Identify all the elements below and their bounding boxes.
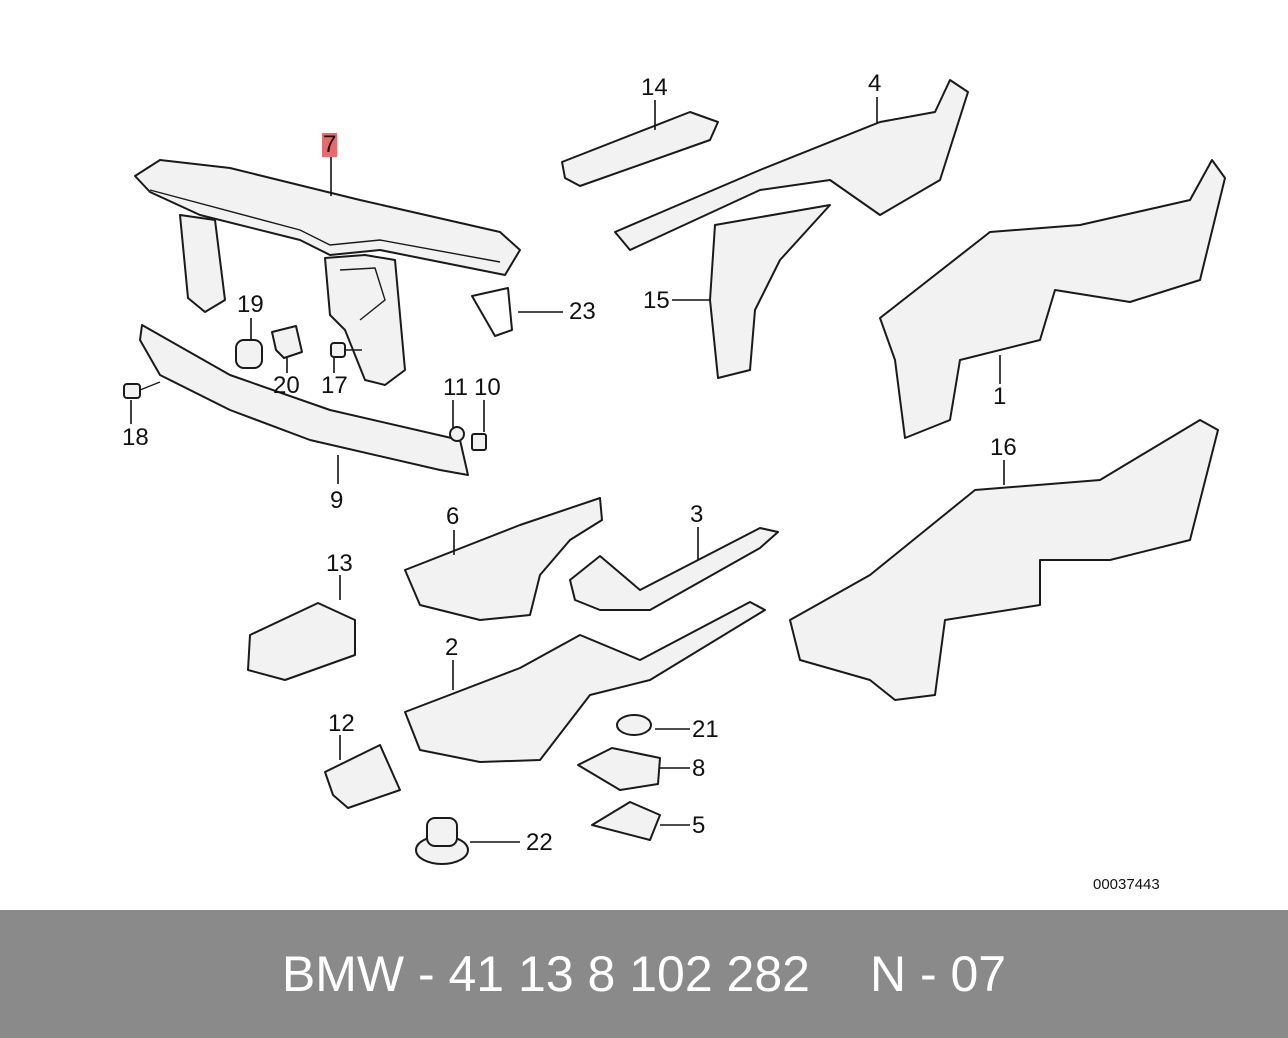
part-22 bbox=[415, 817, 469, 865]
footer-bar: BMW - 41 13 8 102 282 N - 07 bbox=[0, 910, 1288, 1038]
callout-18: 18 bbox=[122, 424, 149, 451]
part-14 bbox=[561, 111, 719, 187]
part-10 bbox=[471, 433, 487, 451]
callout-13: 13 bbox=[326, 550, 353, 577]
part-4 bbox=[614, 79, 969, 251]
parts-diagram: 7 14 4 15 23 19 20 17 18 11 10 9 1 16 6 … bbox=[122, 70, 1226, 893]
position-code: N - 07 bbox=[869, 946, 1007, 1002]
part-6-rail bbox=[404, 497, 603, 621]
callout-23: 23 bbox=[569, 298, 596, 325]
callout-3: 3 bbox=[690, 501, 704, 528]
callout-2: 2 bbox=[445, 634, 459, 661]
part-1-wheel-arch bbox=[879, 159, 1226, 439]
callout-1: 1 bbox=[993, 383, 1007, 410]
part-20 bbox=[271, 325, 303, 359]
part-12 bbox=[324, 744, 401, 809]
part-21 bbox=[616, 714, 652, 736]
callout-6: 6 bbox=[446, 503, 460, 530]
callout-10: 10 bbox=[474, 374, 501, 401]
part-2-rail bbox=[404, 601, 766, 763]
callout-19: 19 bbox=[237, 291, 264, 318]
callout-4: 4 bbox=[868, 70, 882, 97]
parts-illustration bbox=[123, 79, 1226, 865]
callout-9: 9 bbox=[330, 487, 344, 514]
callout-11: 11 bbox=[443, 374, 468, 401]
callout-8: 8 bbox=[692, 755, 706, 782]
callout-15: 15 bbox=[643, 287, 670, 314]
callout-7: 7 bbox=[322, 131, 338, 158]
part-16-assembly bbox=[789, 419, 1219, 701]
callout-14: 14 bbox=[641, 74, 668, 101]
callout-16: 16 bbox=[990, 434, 1017, 461]
leader-lines bbox=[130, 97, 1005, 843]
callout-22: 22 bbox=[526, 829, 553, 856]
part-9-lower-bar bbox=[139, 324, 469, 476]
part-7-front-panel bbox=[134, 159, 521, 386]
part-17 bbox=[330, 342, 362, 358]
footer-caption: BMW - 41 13 8 102 282 N - 07 bbox=[0, 910, 1288, 1038]
part-18 bbox=[123, 381, 161, 399]
callout-17: 17 bbox=[321, 372, 348, 399]
part-23 bbox=[471, 287, 513, 337]
part-19 bbox=[235, 339, 263, 369]
part-8 bbox=[577, 747, 661, 791]
callout-21: 21 bbox=[692, 716, 719, 743]
callout-20: 20 bbox=[273, 372, 300, 399]
part-5 bbox=[591, 801, 661, 841]
part-11 bbox=[449, 426, 465, 442]
callout-12: 12 bbox=[328, 710, 355, 737]
part-15 bbox=[709, 204, 831, 379]
part-3-rail bbox=[569, 527, 779, 611]
part-number: BMW - 41 13 8 102 282 bbox=[281, 946, 810, 1002]
diagram-reference-code: 00037443 bbox=[1093, 876, 1160, 893]
part-13 bbox=[247, 602, 356, 681]
callout-5: 5 bbox=[692, 812, 706, 839]
